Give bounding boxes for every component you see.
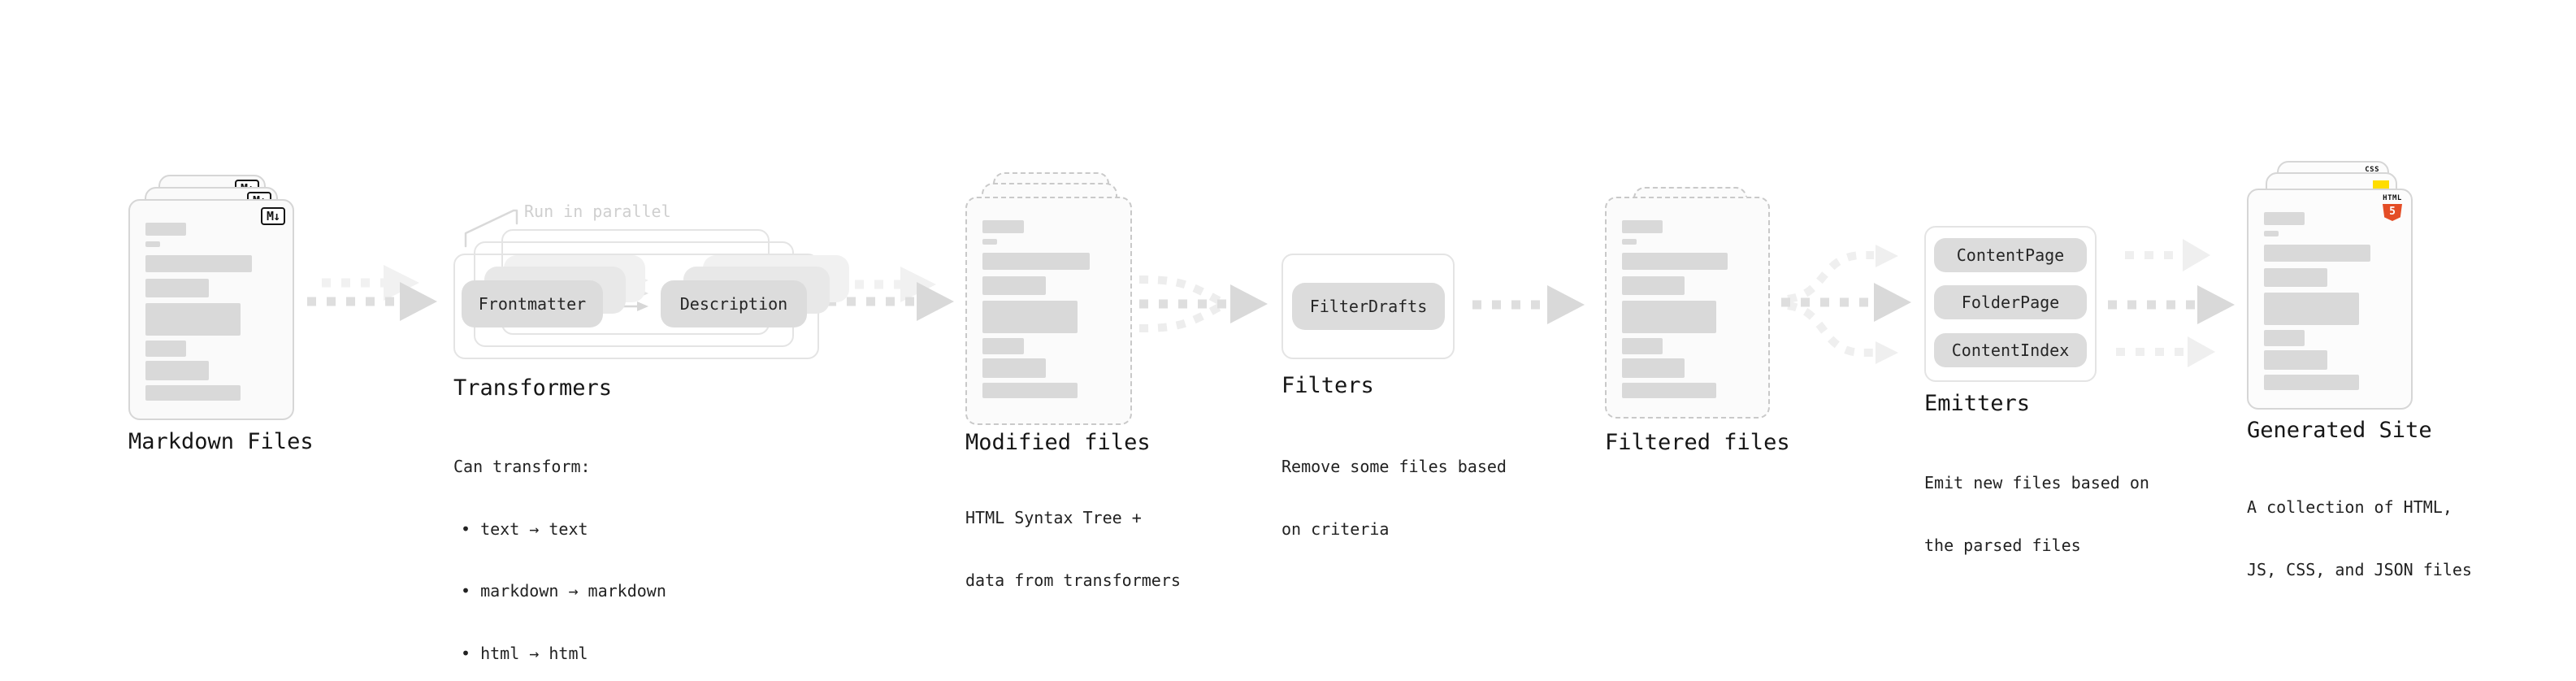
content-bar — [982, 338, 1024, 354]
content-bar — [145, 385, 241, 401]
emitters-title: Emitters — [1924, 391, 2031, 416]
html5-icon-label: HTML — [2383, 194, 2402, 202]
modified-files-label: Modified files — [965, 430, 1151, 455]
content-bar — [1622, 383, 1716, 398]
transformer-pill-frontmatter: Frontmatter — [462, 280, 603, 327]
content-bar — [145, 223, 187, 236]
arrow-filtered-to-emitters — [1781, 245, 1911, 364]
content-bar — [2264, 375, 2359, 390]
content-bar — [982, 220, 1024, 233]
content-bar — [982, 276, 1047, 295]
content-bar — [2264, 330, 2305, 346]
transformer-pill-description: Description — [661, 280, 807, 327]
arrow-emitters-to-generated-top — [2125, 239, 2210, 271]
content-bar — [1622, 358, 1685, 378]
css-icon-label: CSS — [2365, 166, 2379, 174]
emitter-pill-contentindex: ContentIndex — [1934, 333, 2087, 367]
content-bar — [2264, 268, 2327, 287]
document-content-placeholder — [1607, 198, 1768, 398]
content-bar — [145, 303, 241, 336]
content-bar — [145, 340, 187, 357]
filters-description: Remove some files based on criteria — [1281, 415, 1507, 581]
document-content-placeholder — [2249, 190, 2411, 390]
content-bar — [2264, 350, 2327, 370]
description-line: data from transformers — [965, 570, 1181, 590]
content-bar — [1622, 276, 1685, 295]
filter-pill-filterdrafts: FilterDrafts — [1292, 283, 1445, 330]
arrow-filters-to-filtered — [1472, 285, 1585, 324]
content-bar — [2264, 293, 2359, 325]
description-line: JS, CSS, and JSON files — [2247, 559, 2472, 579]
arrow-transformers-to-modified — [827, 282, 954, 321]
content-bar — [145, 361, 209, 380]
js-icon — [2373, 180, 2389, 189]
transformers-bullet: • html → html — [461, 643, 588, 663]
content-bar — [2264, 212, 2305, 225]
html5-icon-shield: 5 — [2383, 204, 2402, 221]
emitter-pill-folderpage: FolderPage — [1934, 285, 2087, 319]
document-content-placeholder — [130, 201, 293, 401]
content-bar — [982, 239, 997, 245]
modified-files-description: HTML Syntax Tree + data from transformer… — [965, 466, 1181, 632]
generated-file-card-html: HTML 5 — [2247, 189, 2413, 410]
content-bar — [145, 255, 253, 272]
arrow-markdown-to-transformers — [307, 282, 437, 321]
content-bar — [2264, 231, 2279, 236]
content-bar — [982, 383, 1078, 398]
description-line: A collection of HTML, — [2247, 497, 2452, 517]
generated-site-label: Generated Site — [2247, 418, 2432, 443]
markdown-files-label: Markdown Files — [128, 429, 314, 454]
content-bar — [982, 253, 1091, 270]
content-bar — [145, 279, 209, 297]
transformers-bullet: • markdown → markdown — [461, 581, 666, 601]
filtered-files-label: Filtered files — [1605, 430, 1790, 455]
content-bar — [1622, 220, 1663, 233]
filters-title: Filters — [1281, 373, 1374, 398]
content-bar — [1622, 301, 1716, 333]
markdown-file-card: M↓ — [128, 199, 294, 420]
run-in-parallel-callout-line — [464, 209, 518, 248]
transformers-description: Can transform: • text → text • markdown … — [453, 415, 666, 681]
filtered-file-card — [1605, 197, 1770, 419]
content-bar — [145, 241, 160, 247]
arrow-modified-to-filters — [1138, 275, 1268, 332]
run-in-parallel-label: Run in parallel — [524, 202, 671, 221]
content-bar — [2264, 245, 2371, 262]
content-bar — [1622, 239, 1637, 245]
description-line: HTML Syntax Tree + — [965, 508, 1142, 527]
content-bar — [1622, 253, 1728, 270]
generated-site-description: A collection of HTML, JS, CSS, and JSON … — [2247, 456, 2472, 622]
transformers-bullet: • text → text — [461, 518, 588, 539]
emitters-description: Emit new files based on the parsed files — [1924, 432, 2149, 597]
description-line: the parsed files — [1924, 535, 2081, 555]
emitter-pill-contentpage: ContentPage — [1934, 238, 2087, 272]
content-bar — [982, 301, 1078, 333]
document-content-placeholder — [967, 198, 1130, 398]
content-bar — [1622, 338, 1663, 354]
description-line: on criteria — [1281, 518, 1390, 539]
markdown-icon: M↓ — [260, 207, 285, 225]
description-line: Remove some files based — [1281, 457, 1507, 476]
content-bar — [982, 358, 1047, 378]
html5-icon: HTML 5 — [2382, 195, 2403, 221]
emitters-frame — [1924, 226, 2097, 382]
transformers-title: Transformers — [453, 375, 613, 401]
transformers-description-heading: Can transform: — [453, 457, 591, 476]
filters-frame — [1281, 254, 1455, 359]
arrow-emitters-to-generated-middle — [2108, 285, 2235, 324]
arrow-emitters-to-generated-bottom — [2116, 336, 2215, 367]
arrow-markdown-to-transformers-light — [322, 265, 419, 301]
modified-file-card — [965, 197, 1132, 425]
description-line: Emit new files based on — [1924, 473, 2149, 492]
